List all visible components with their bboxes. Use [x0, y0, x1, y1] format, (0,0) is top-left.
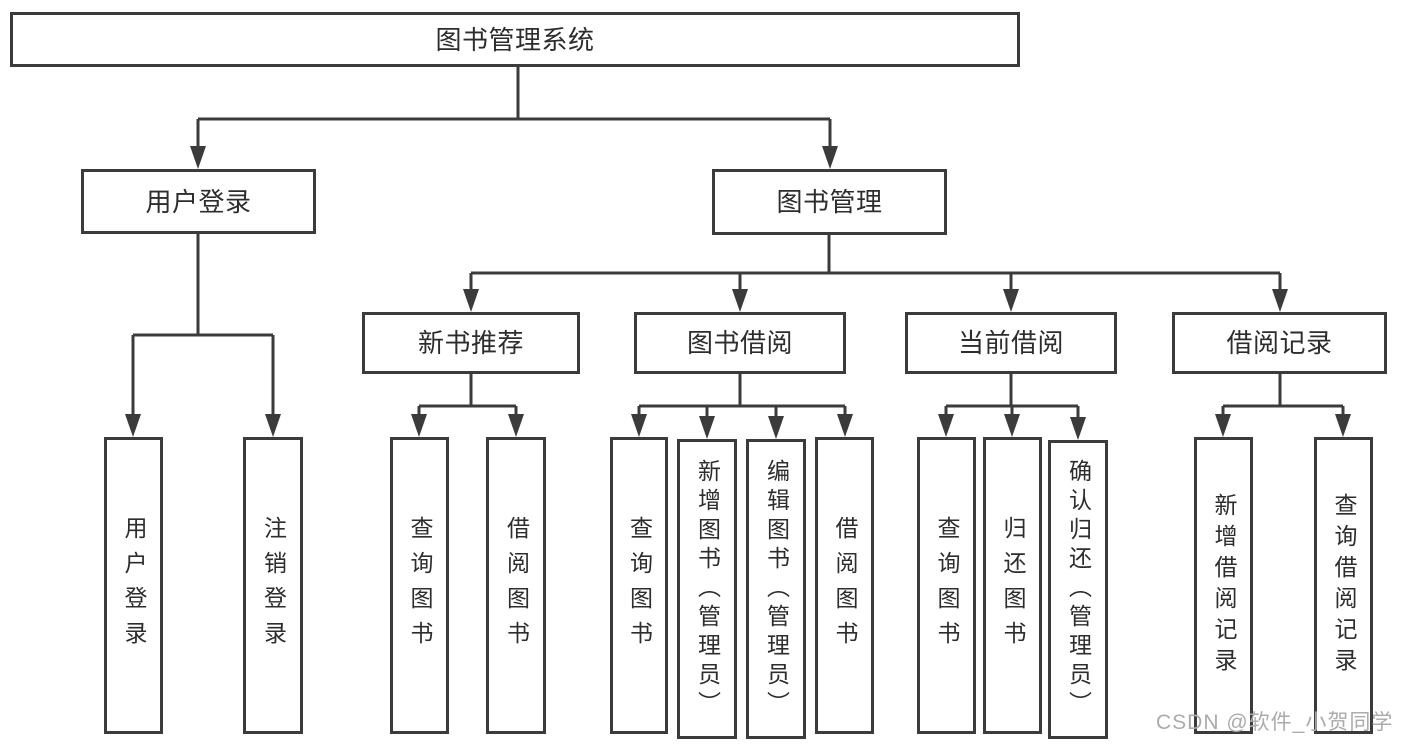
- node-book-borrow-label: 图书借阅: [686, 328, 793, 358]
- leaf-query-books-1: 查询图书: [390, 437, 449, 734]
- leaf-query-books-1-label: 查询图书: [407, 515, 433, 656]
- leaf-add-books-admin: 新增图书（管理员）: [677, 439, 737, 739]
- leaf-return-books: 归还图书: [983, 437, 1042, 734]
- leaf-query-books-3-label: 查询图书: [934, 515, 960, 656]
- leaf-query-borrow-record-label: 查询借阅记录: [1331, 492, 1357, 679]
- node-user-login: 用户登录: [81, 169, 316, 234]
- node-book-management-label: 图书管理: [776, 187, 883, 217]
- node-book-management: 图书管理: [712, 169, 947, 235]
- node-new-book-recommend-label: 新书推荐: [417, 328, 524, 358]
- node-new-book-recommend: 新书推荐: [362, 312, 580, 374]
- node-user-login-label: 用户登录: [145, 186, 252, 217]
- leaf-edit-books-admin: 编辑图书（管理员）: [746, 439, 806, 739]
- node-borrow-records-label: 借阅记录: [1226, 328, 1333, 358]
- leaf-query-borrow-record: 查询借阅记录: [1314, 437, 1373, 734]
- node-book-borrow: 图书借阅: [634, 312, 846, 374]
- leaf-borrow-books-1-label: 借阅图书: [503, 515, 530, 656]
- watermark-text: CSDN @软件_小贺同学: [1156, 711, 1394, 734]
- leaf-user-login-label: 用户登录: [121, 515, 147, 656]
- node-root: 图书管理系统: [10, 12, 1020, 67]
- leaf-logout-label: 注销登录: [260, 515, 287, 656]
- arrowheads: [125, 146, 1351, 440]
- leaf-borrow-books-2: 借阅图书: [815, 437, 874, 734]
- leaf-query-books-2-label: 查询图书: [626, 515, 653, 656]
- leaf-query-books-2: 查询图书: [610, 437, 668, 734]
- node-borrow-records: 借阅记录: [1172, 312, 1387, 374]
- node-current-borrow: 当前借阅: [905, 312, 1117, 374]
- leaf-add-books-admin-label: 新增图书（管理员）: [694, 458, 721, 720]
- leaf-return-books-label: 归还图书: [1000, 515, 1026, 656]
- leaf-query-books-3: 查询图书: [917, 437, 976, 734]
- node-current-borrow-label: 当前借阅: [957, 328, 1064, 358]
- leaf-logout: 注销登录: [243, 437, 303, 734]
- node-root-label: 图书管理系统: [435, 24, 595, 55]
- leaf-edit-books-admin-label: 编辑图书（管理员）: [763, 458, 790, 720]
- leaf-borrow-books-2-label: 借阅图书: [832, 515, 858, 656]
- leaf-borrow-books-1: 借阅图书: [486, 437, 546, 734]
- leaf-user-login: 用户登录: [104, 437, 163, 734]
- leaf-confirm-return-admin-label: 确认归还（管理员）: [1065, 459, 1092, 720]
- leaf-add-borrow-record: 新增借阅记录: [1194, 437, 1253, 734]
- leaf-confirm-return-admin: 确认归还（管理员）: [1048, 440, 1108, 739]
- leaf-add-borrow-record-label: 新增借阅记录: [1211, 492, 1237, 679]
